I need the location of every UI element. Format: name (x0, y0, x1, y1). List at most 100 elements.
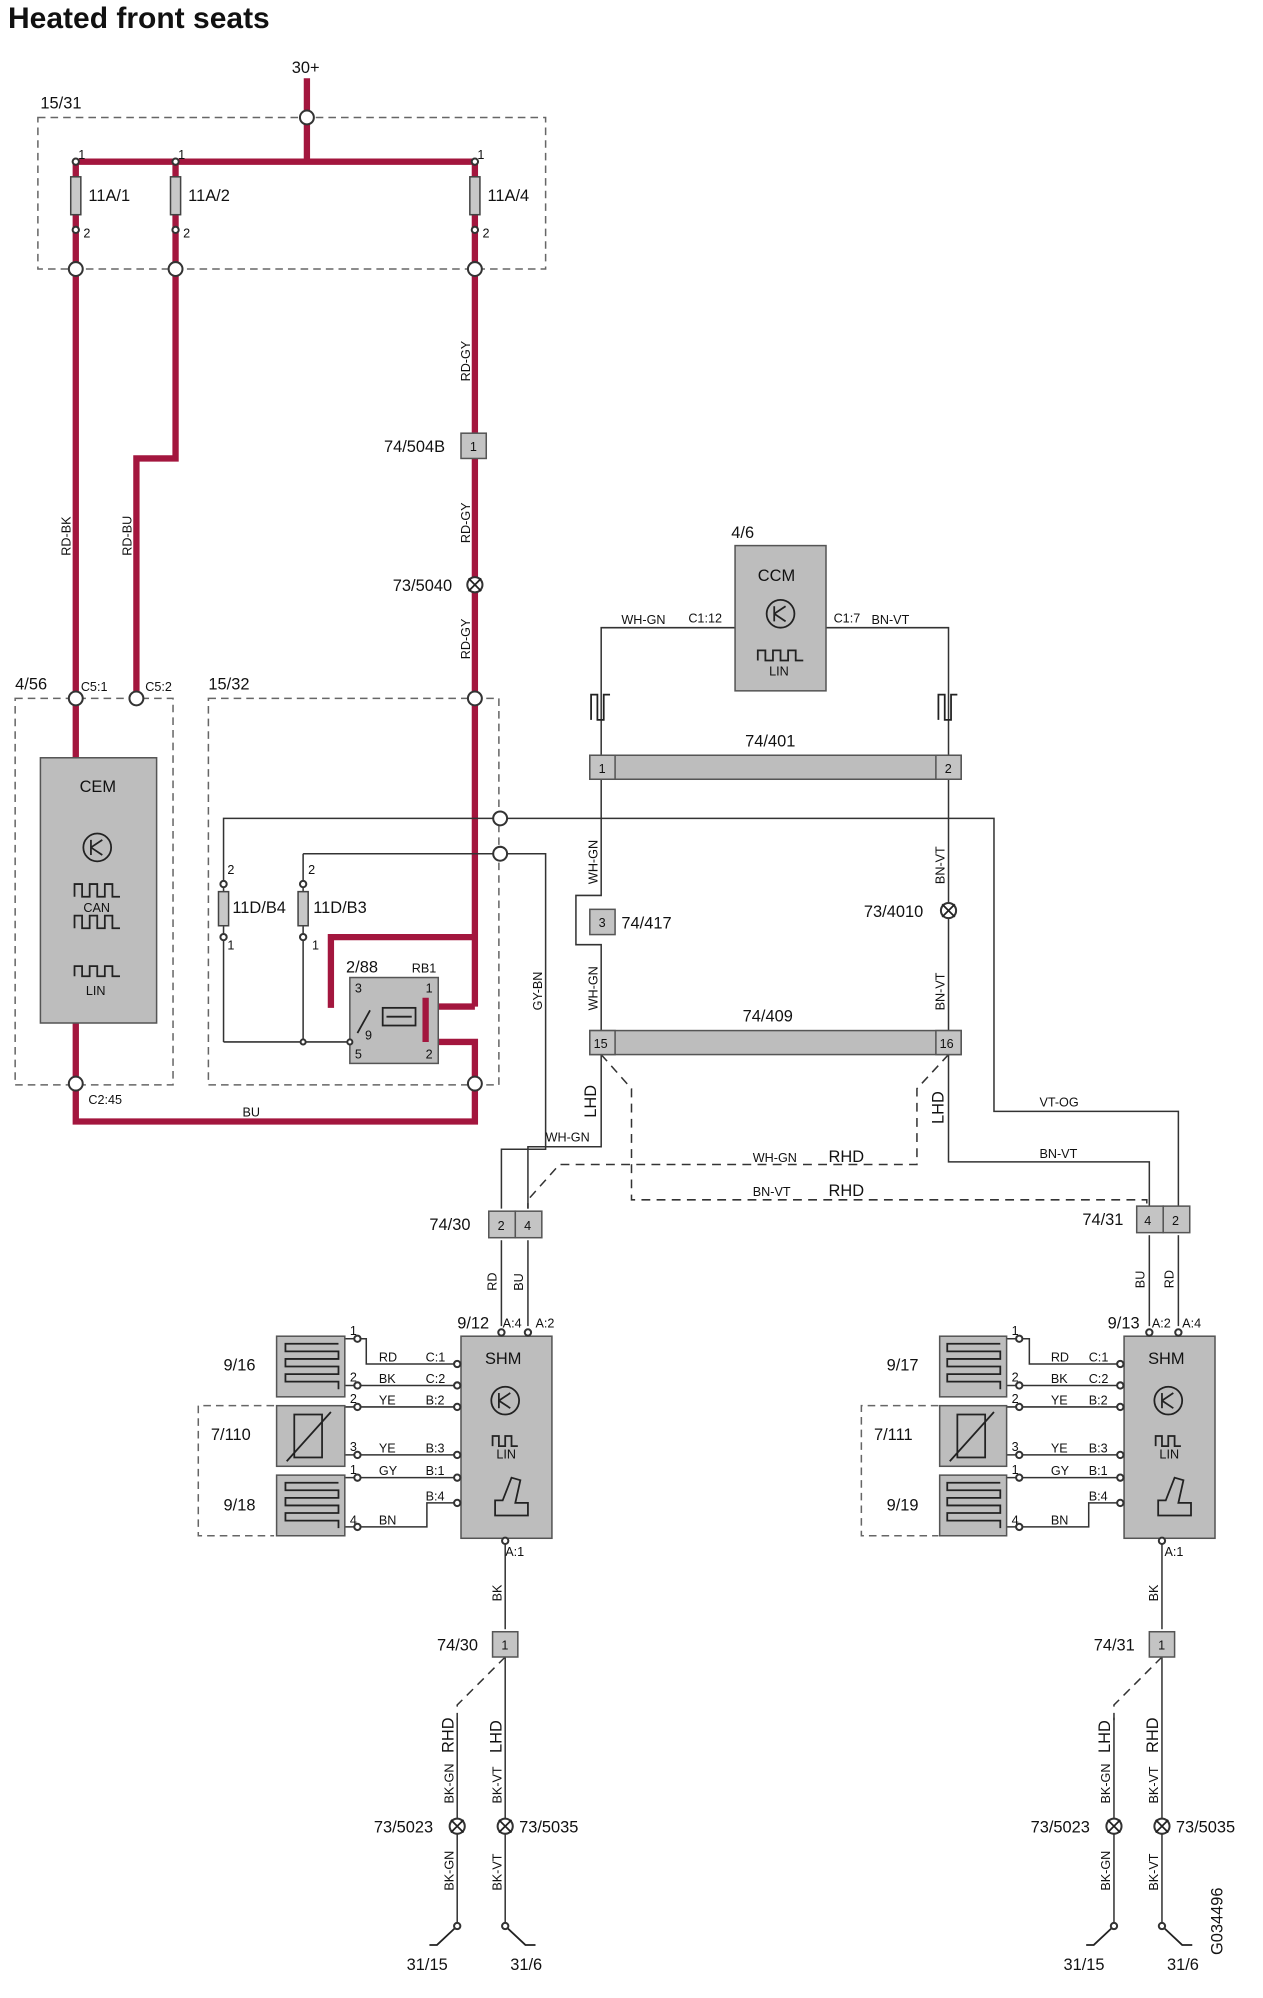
wire-label: RD-GY (459, 618, 473, 659)
svg-text:2: 2 (498, 1219, 505, 1233)
rhd-routes (456, 1054, 1163, 1721)
svg-text:B:4: B:4 (426, 1489, 445, 1503)
splice-73-5040: 73/5040 (393, 576, 484, 595)
shm-left-id: 9/12 (457, 1315, 489, 1333)
cem-box-label: 4/56 (15, 676, 47, 694)
cem-module: CEM CAN LIN (39, 757, 158, 1024)
fuse-11a-1: 1 2 11A/1 (69, 148, 130, 240)
wire-label: WH-GN (621, 613, 665, 627)
lin-symbol (937, 693, 958, 721)
svg-text:CAN: CAN (83, 901, 110, 915)
svg-text:B:2: B:2 (1089, 1393, 1108, 1407)
svg-text:GY: GY (379, 1464, 398, 1478)
svg-text:4: 4 (524, 1219, 531, 1233)
svg-text:4: 4 (350, 1513, 357, 1527)
svg-text:A:4: A:4 (503, 1316, 522, 1330)
relay-2-88: 2/88 RB1 3 1 5 2 9 (346, 958, 440, 1065)
wire-label: BN-VT (934, 846, 948, 884)
svg-text:7/111: 7/111 (874, 1426, 913, 1444)
svg-text:73/5040: 73/5040 (393, 577, 452, 595)
svg-text:2/88: 2/88 (346, 958, 378, 976)
svg-text:1: 1 (599, 762, 606, 776)
connector-74-504b: 1 74/504B (384, 432, 488, 460)
seat-left-harness: 1 2 2 3 1 4 RD BK YE YE GY BN C:1 C:2 B:… (344, 1324, 458, 1528)
splice-73-5035-right: 73/5035 (1153, 1817, 1235, 1837)
fuse-label: 11A/1 (88, 187, 130, 205)
heating-element-9-18: 9/18 (224, 1474, 346, 1537)
connector-74-409: 15 16 74/409 (589, 1008, 962, 1056)
svg-text:BK: BK (1051, 1372, 1068, 1386)
svg-text:2: 2 (227, 863, 234, 877)
svg-text:2: 2 (350, 1371, 357, 1385)
splice-73-5023-left: 73/5023 (374, 1817, 466, 1837)
svg-text:SHM: SHM (485, 1350, 521, 1368)
wire-label: RD-BK (60, 516, 74, 556)
svg-text:4: 4 (1144, 1214, 1151, 1228)
svg-text:31/15: 31/15 (407, 1956, 448, 1974)
ccm-label: CCM (758, 567, 795, 585)
svg-text:2: 2 (183, 226, 190, 240)
connector-74-401: 1 2 74/401 (589, 732, 962, 781)
svg-text:2: 2 (426, 1047, 433, 1061)
svg-text:B:2: B:2 (426, 1393, 445, 1407)
wire-label: BN-VT (753, 1185, 791, 1199)
svg-text:1: 1 (426, 982, 433, 996)
wire-label: WH-GN (586, 840, 600, 884)
svg-text:31/6: 31/6 (510, 1956, 542, 1974)
ccm-id: 4/6 (731, 524, 754, 542)
svg-text:74/409: 74/409 (743, 1008, 793, 1026)
svg-text:9/19: 9/19 (887, 1496, 919, 1514)
ccm-pin-c1-12: C1:12 (688, 612, 722, 626)
svg-text:74/504B: 74/504B (384, 438, 445, 456)
wire-label: BK-VT (1147, 1766, 1161, 1803)
fuse-11d-b4: 2 1 11D/B4 (217, 863, 286, 953)
svg-text:C:1: C:1 (1089, 1350, 1109, 1364)
wire-label: BN-VT (871, 613, 909, 627)
svg-text:2: 2 (1012, 1371, 1019, 1385)
svg-text:BN: BN (1051, 1513, 1069, 1527)
rhd-label: RHD (1144, 1717, 1162, 1753)
wire-label: BK-GN (442, 1851, 456, 1891)
svg-text:A:4: A:4 (1182, 1316, 1201, 1330)
fuse-label: 11A/4 (488, 187, 530, 205)
ccm-module: CCM LIN (734, 544, 827, 692)
svg-text:1: 1 (350, 1463, 357, 1477)
svg-text:LIN: LIN (496, 1448, 516, 1462)
fuse-label: 11A/2 (188, 187, 230, 205)
fuse-11a-4: 1 2 11A/4 (469, 148, 530, 240)
rhd-label: RHD (439, 1717, 457, 1753)
svg-text:B:3: B:3 (426, 1441, 445, 1455)
splice-73-5035-left: 73/5035 (496, 1817, 578, 1837)
relay-box-label: 15/32 (208, 676, 249, 694)
svg-text:73/4010: 73/4010 (864, 903, 923, 921)
shm-right-id: 9/13 (1108, 1315, 1140, 1333)
wire-label: RD-GY (459, 340, 473, 381)
lhd-label: LHD (1096, 1720, 1114, 1753)
lhd-label: LHD (487, 1720, 505, 1753)
rhd-label: RHD (829, 1148, 865, 1166)
wire-label: BU (242, 1105, 260, 1119)
svg-text:5: 5 (355, 1047, 362, 1061)
splice-73-4010: 73/4010 (864, 902, 958, 921)
fuse-label: 11D/B3 (313, 899, 367, 917)
svg-text:9/18: 9/18 (224, 1496, 256, 1514)
svg-text:1: 1 (1012, 1463, 1019, 1477)
wire-label: BK (1147, 1584, 1161, 1601)
fuse-11a-2: 1 2 11A/2 (169, 148, 230, 240)
cem-pin-c5-2: C5:2 (145, 680, 172, 694)
fuse-box-outline (37, 116, 547, 270)
svg-text:A:2: A:2 (1152, 1316, 1171, 1330)
svg-text:73/5035: 73/5035 (1176, 1819, 1235, 1837)
figure-id: G034496 (1209, 1888, 1227, 1956)
connector-74-31-ground: 1 74/31 (1094, 1630, 1176, 1658)
svg-text:9/16: 9/16 (224, 1356, 256, 1374)
wire-label: BK-GN (442, 1764, 456, 1804)
svg-text:2: 2 (1172, 1214, 1179, 1228)
svg-text:1: 1 (477, 148, 484, 162)
lhd-label: LHD (582, 1085, 600, 1118)
svg-text:LIN: LIN (86, 984, 106, 998)
svg-text:YE: YE (1051, 1441, 1068, 1455)
lhd-label: LHD (929, 1091, 947, 1124)
svg-text:31/15: 31/15 (1063, 1956, 1104, 1974)
wire-label: BK-VT (490, 1853, 504, 1890)
